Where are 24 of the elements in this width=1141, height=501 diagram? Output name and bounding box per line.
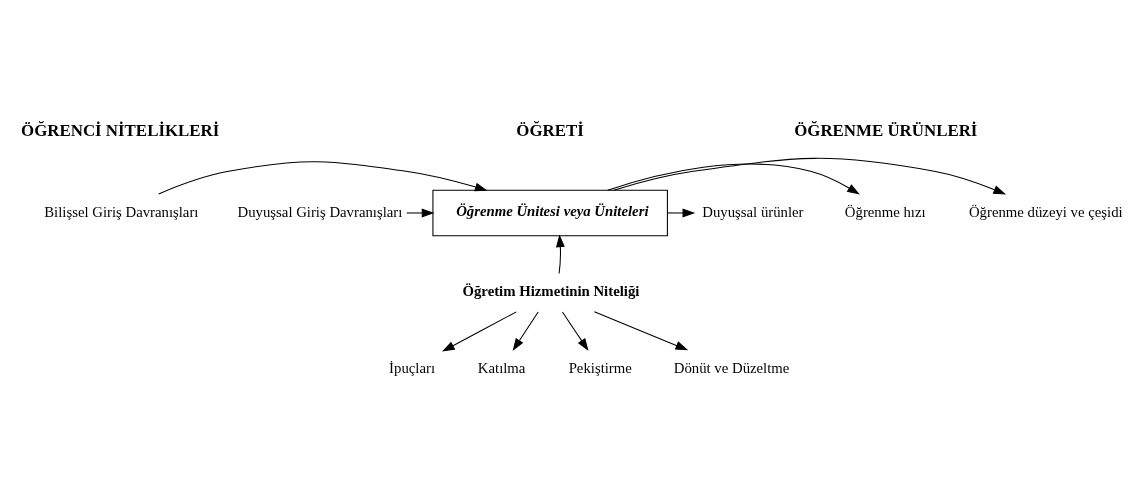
node-text: Öğrenme düzeyi ve çeşidi (968, 203, 1123, 220)
arrow (607, 163, 860, 195)
arrow (593, 310, 689, 350)
arrow (158, 160, 488, 194)
node-text: Bilişsel Giriş Davranışları (44, 203, 199, 220)
node-text: Katılma (477, 359, 526, 376)
label: ÖĞRETİ (516, 120, 584, 140)
arrow (406, 208, 435, 217)
node-text: Pekiştirme (568, 359, 632, 376)
arrow (555, 234, 565, 274)
node-text: Duyuşsal Giriş Davranışları (237, 203, 403, 220)
arrow (442, 310, 517, 352)
arrow (613, 157, 1007, 194)
node-text: Duyuşsal ürünler (702, 203, 804, 220)
arrow (667, 208, 696, 217)
node-text: İpuçları (389, 359, 436, 376)
label: ÖĞRENME ÜRÜNLERİ (794, 120, 978, 140)
node-box: Öğrenme Ünitesi veya Üniteleri (432, 189, 668, 236)
node-text: Öğretim Hizmetinin Niteliği (462, 282, 640, 299)
arrow (561, 311, 589, 351)
node-text: Öğrenme hızı (844, 203, 926, 220)
arrow (512, 311, 539, 351)
label: ÖĞRENCİ NİTELİKLERİ (21, 120, 220, 140)
node-text: Dönüt ve Düzeltme (673, 359, 790, 376)
